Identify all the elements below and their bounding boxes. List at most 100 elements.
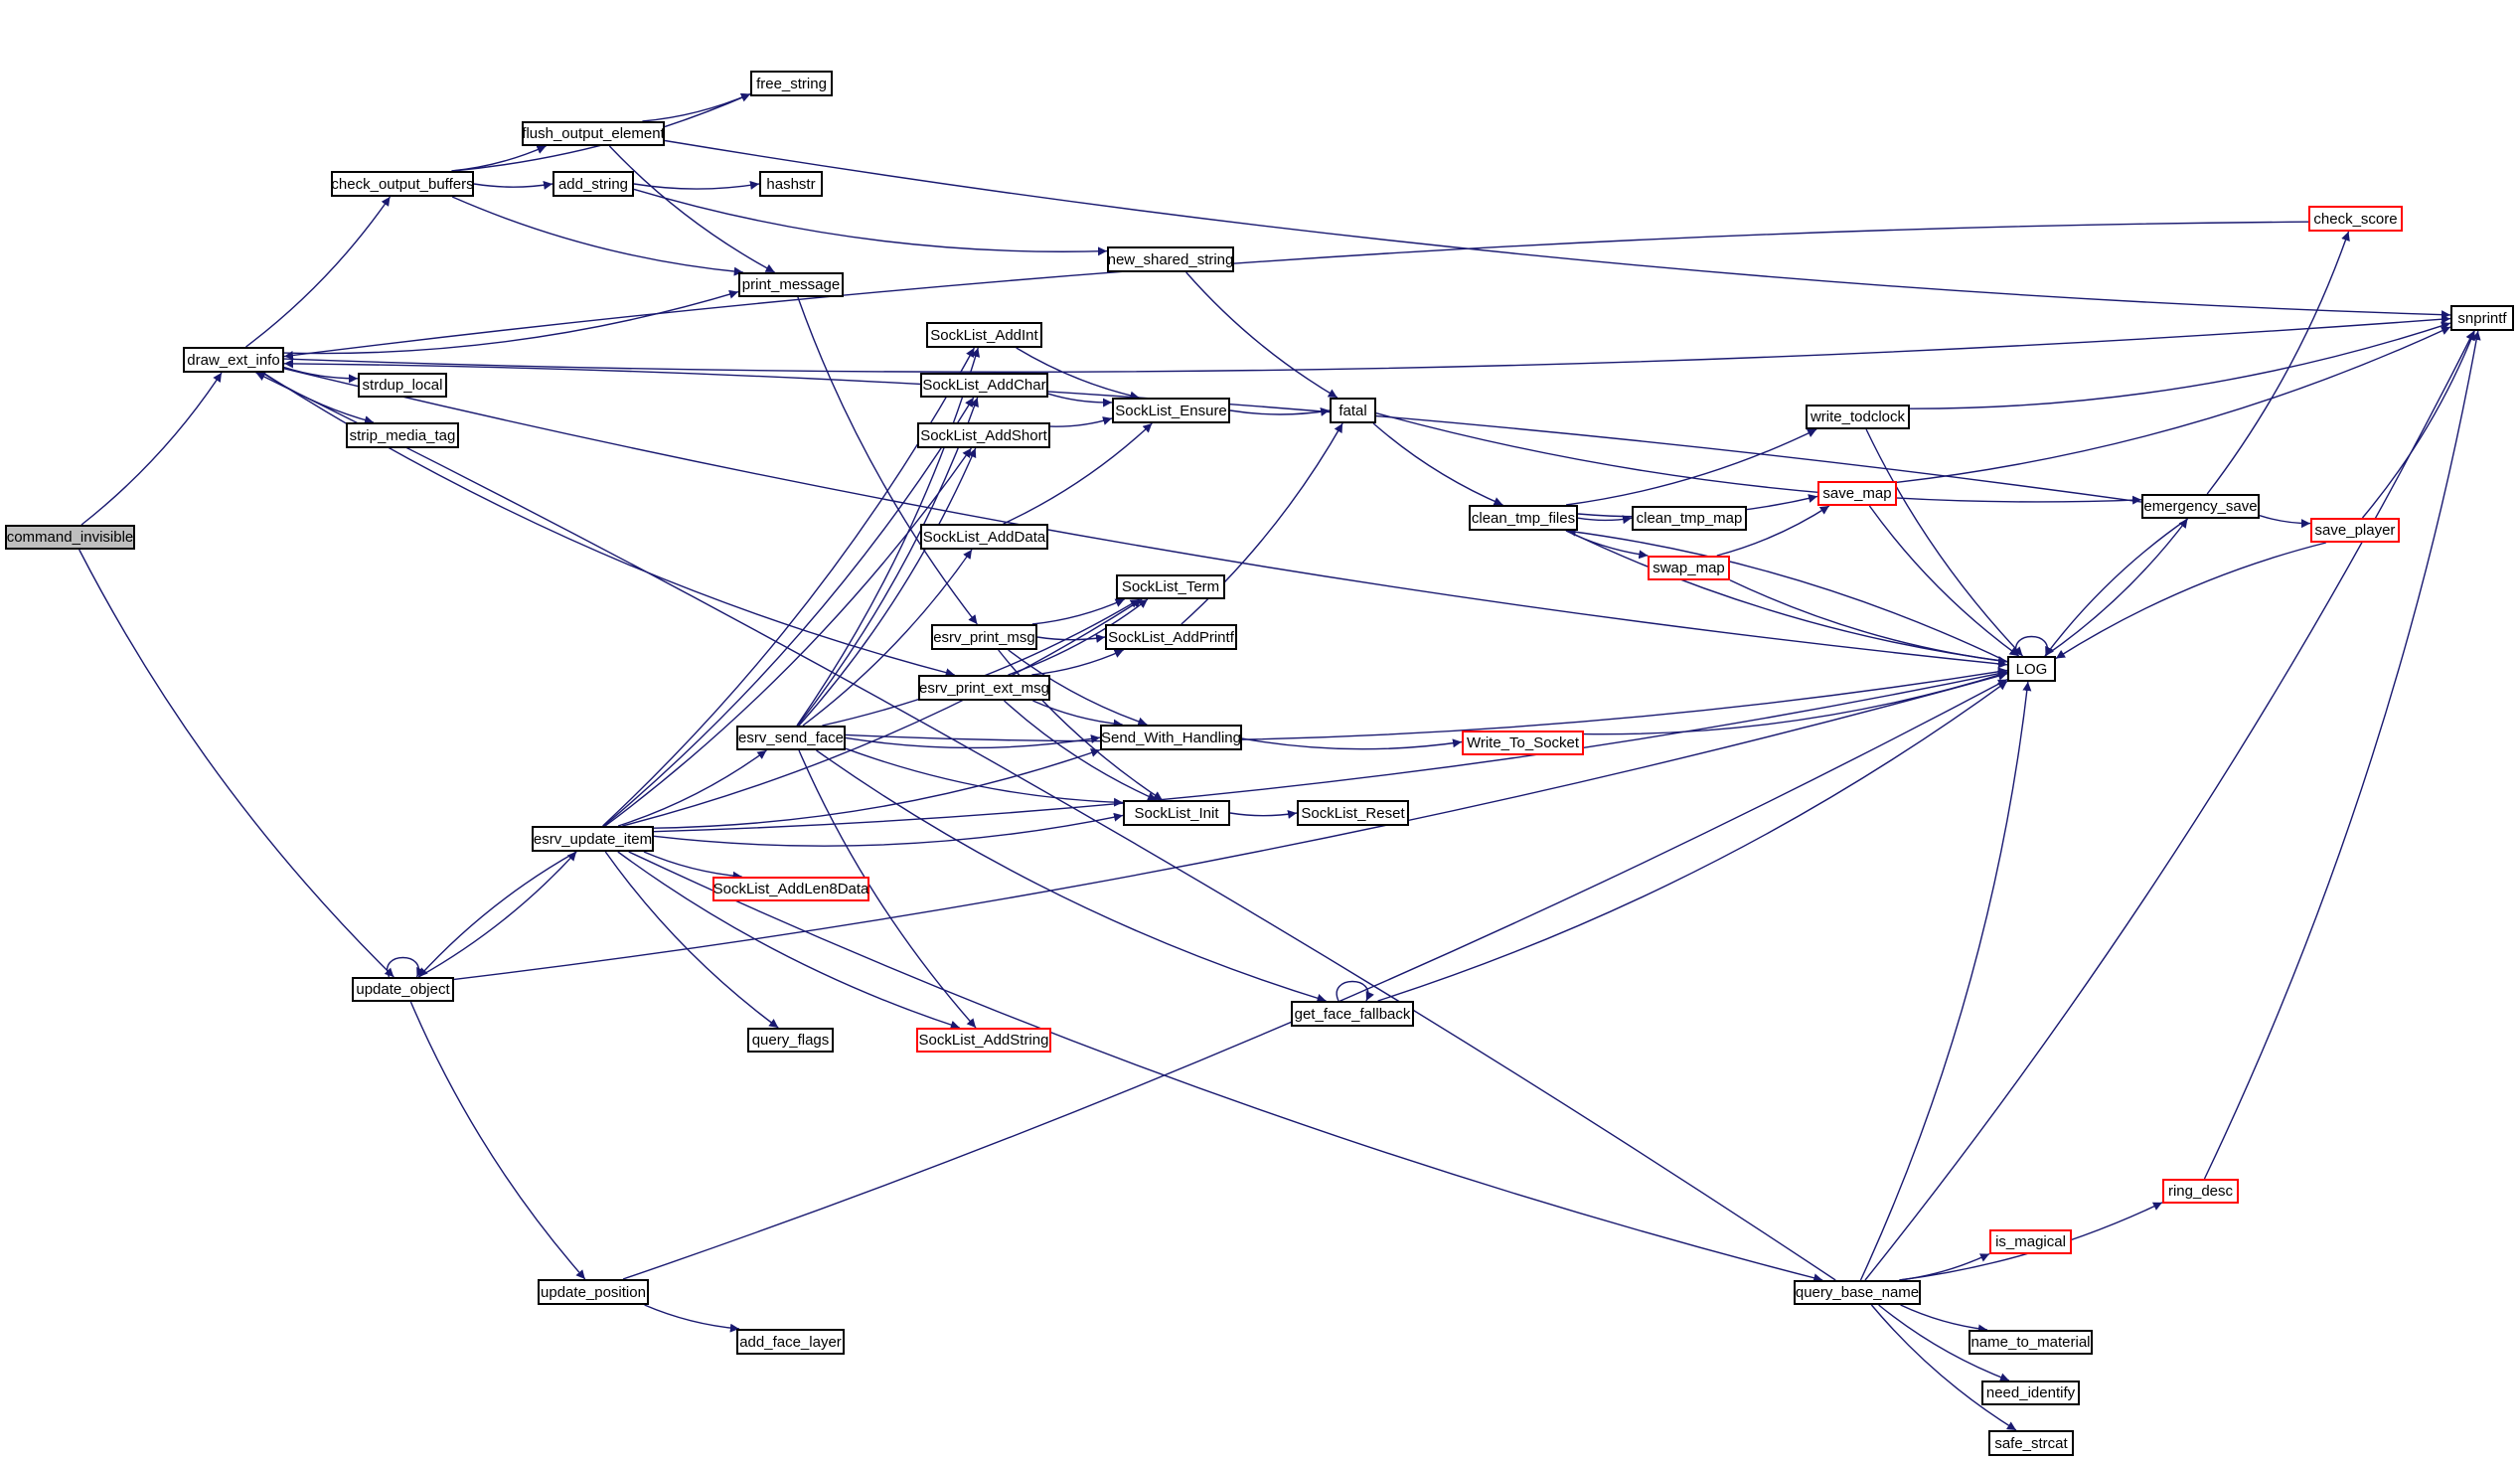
- node-socklist-init[interactable]: SockList_Init: [1123, 800, 1230, 826]
- node-need-identify[interactable]: need_identify: [1981, 1381, 2080, 1405]
- node-new-shared-string[interactable]: new_shared_string: [1107, 246, 1234, 272]
- node-socklist-addshort[interactable]: SockList_AddShort: [917, 422, 1050, 448]
- node-save-map[interactable]: save_map: [1817, 481, 1897, 506]
- node-update-object[interactable]: update_object: [352, 977, 454, 1002]
- edge-esrv-send-face-to-socklist-addint: [796, 347, 981, 727]
- node-draw-ext-info[interactable]: draw_ext_info: [183, 347, 284, 373]
- node-command-invisible[interactable]: command_invisible: [5, 525, 135, 550]
- node-esrv-send-face[interactable]: esrv_send_face: [736, 726, 846, 750]
- node-label: strip_media_tag: [349, 426, 456, 444]
- node-update-position[interactable]: update_position: [538, 1279, 649, 1305]
- node-label: print_message: [741, 276, 841, 293]
- node-strdup-local[interactable]: strdup_local: [358, 373, 447, 398]
- node-safe-strcat[interactable]: safe_strcat: [1988, 1430, 2074, 1456]
- edge-socklist-addint-to-socklist-ensure: [1016, 347, 1140, 401]
- node-socklist-reset[interactable]: SockList_Reset: [1297, 800, 1409, 826]
- edge-esrv-update-item-to-socklist-addlen8data: [643, 851, 742, 881]
- node-log[interactable]: LOG: [2007, 656, 2056, 682]
- edge-update-position-to-log: [622, 678, 2008, 1280]
- edge-swap-map-to-log: [1729, 579, 2008, 666]
- node-save-player[interactable]: save_player: [2310, 518, 2400, 543]
- edge-get-face-fallback-to-get-face-fallback: [1336, 980, 1374, 1002]
- edge-esrv-update-item-to-socklist-addstring: [617, 851, 960, 1030]
- node-label: add_face_layer: [739, 1333, 842, 1351]
- node-write-todclock[interactable]: write_todclock: [1806, 405, 1910, 429]
- node-socklist-addlen8data[interactable]: SockList_AddLen8Data: [712, 877, 869, 901]
- node-socklist-addchar[interactable]: SockList_AddChar: [920, 373, 1048, 398]
- node-query-flags[interactable]: query_flags: [747, 1028, 834, 1053]
- node-fatal[interactable]: fatal: [1330, 398, 1376, 423]
- edge-update-object-to-log: [453, 671, 2008, 981]
- edge-command-invisible-to-draw-ext-info: [80, 372, 223, 526]
- edge-check-score-to-draw-ext-info: [283, 221, 2309, 360]
- node-name-to-material[interactable]: name_to_material: [1969, 1330, 2093, 1355]
- node-add-face-layer[interactable]: add_face_layer: [736, 1329, 845, 1355]
- node-is-magical[interactable]: is_magical: [1989, 1229, 2072, 1254]
- edge-clean-tmp-files-to-swap-map: [1565, 530, 1649, 560]
- node-socklist-addstring[interactable]: SockList_AddString: [916, 1028, 1051, 1053]
- node-label: esrv_update_item: [533, 830, 653, 848]
- node-socklist-adddata[interactable]: SockList_AddData: [920, 524, 1048, 550]
- edge-esrv-update-item-to-socklist-init: [653, 812, 1124, 847]
- edge-esrv-update-item-to-send-with-handling: [653, 748, 1101, 829]
- node-socklist-addint[interactable]: SockList_AddInt: [926, 322, 1042, 348]
- edge-esrv-send-face-to-get-face-fallback: [816, 749, 1327, 1003]
- node-get-face-fallback[interactable]: get_face_fallback: [1291, 1001, 1414, 1027]
- node-label: query_base_name: [1795, 1284, 1920, 1301]
- node-strip-media-tag[interactable]: strip_media_tag: [346, 422, 459, 448]
- edge-esrv-send-face-to-socklist-adddata: [802, 549, 973, 727]
- edge-esrv-send-face-to-send-with-handling: [845, 734, 1101, 749]
- edges-layer: [79, 92, 2481, 1431]
- node-label: clean_tmp_files: [1471, 509, 1576, 527]
- node-socklist-ensure[interactable]: SockList_Ensure: [1112, 398, 1230, 423]
- edge-socklist-addchar-to-socklist-ensure: [1047, 393, 1113, 407]
- node-esrv-update-item[interactable]: esrv_update_item: [532, 826, 654, 852]
- edge-esrv-print-ext-msg-to-socklist-term: [1008, 598, 1149, 676]
- edge-clean-tmp-files-to-log: [1566, 530, 2008, 665]
- edge-flush-output-element-to-snprintf: [664, 139, 2451, 320]
- node-label: SockList_Term: [1121, 578, 1220, 595]
- node-swap-map[interactable]: swap_map: [1648, 556, 1730, 580]
- node-snprintf[interactable]: snprintf: [2450, 305, 2514, 331]
- node-query-base-name[interactable]: query_base_name: [1794, 1280, 1921, 1305]
- node-clean-tmp-files[interactable]: clean_tmp_files: [1469, 505, 1578, 531]
- node-label: SockList_AddLen8Data: [712, 881, 869, 897]
- edge-flush-output-element-to-free-string: [642, 92, 751, 122]
- node-hashstr[interactable]: hashstr: [759, 171, 823, 197]
- node-socklist-addprintf[interactable]: SockList_AddPrintf: [1105, 624, 1237, 650]
- node-emergency-save[interactable]: emergency_save: [2141, 494, 2260, 519]
- node-flush-output-element[interactable]: flush_output_element: [522, 121, 665, 146]
- node-label: get_face_fallback: [1294, 1005, 1411, 1023]
- edge-ring-desc-to-snprintf: [2203, 330, 2481, 1180]
- edge-get-face-fallback-to-log: [1377, 680, 2008, 1002]
- edge-esrv-send-face-to-socklist-addshort: [798, 447, 977, 727]
- node-check-score[interactable]: check_score: [2308, 206, 2403, 232]
- edge-update-position-to-add-face-layer: [644, 1304, 739, 1333]
- edge-save-map-to-log: [1868, 505, 2020, 657]
- edge-new-shared-string-to-fatal: [1185, 271, 1339, 399]
- edge-esrv-update-item-to-query-flags: [604, 851, 779, 1029]
- node-socklist-term[interactable]: SockList_Term: [1116, 574, 1225, 599]
- node-free-string[interactable]: free_string: [750, 71, 833, 96]
- node-label: draw_ext_info: [187, 351, 280, 369]
- node-label: check_score: [2313, 210, 2398, 228]
- edge-esrv-print-ext-msg-to-socklist-init: [1004, 700, 1158, 801]
- node-label: check_output_buffers: [331, 175, 474, 193]
- edge-query-base-name-to-snprintf: [1864, 330, 2475, 1281]
- node-label: hashstr: [766, 175, 816, 193]
- node-esrv-print-msg[interactable]: esrv_print_msg: [931, 624, 1037, 650]
- node-ring-desc[interactable]: ring_desc: [2162, 1179, 2239, 1204]
- node-esrv-print-ext-msg[interactable]: esrv_print_ext_msg: [918, 675, 1050, 701]
- edge-save-player-to-log: [2055, 542, 2326, 660]
- node-check-output-buffers[interactable]: check_output_buffers: [331, 171, 474, 197]
- node-write-to-socket[interactable]: Write_To_Socket: [1462, 731, 1584, 755]
- node-add-string[interactable]: add_string: [552, 171, 634, 197]
- edge-esrv-send-face-to-socklist-addstring: [798, 749, 977, 1029]
- node-label: is_magical: [1995, 1233, 2066, 1250]
- node-clean-tmp-map[interactable]: clean_tmp_map: [1632, 506, 1747, 531]
- node-send-with-handling[interactable]: Send_With_Handling: [1100, 725, 1242, 750]
- edge-draw-ext-info-to-print-message: [283, 289, 739, 355]
- node-print-message[interactable]: print_message: [738, 272, 844, 297]
- edge-save-player-to-snprintf: [2361, 330, 2476, 519]
